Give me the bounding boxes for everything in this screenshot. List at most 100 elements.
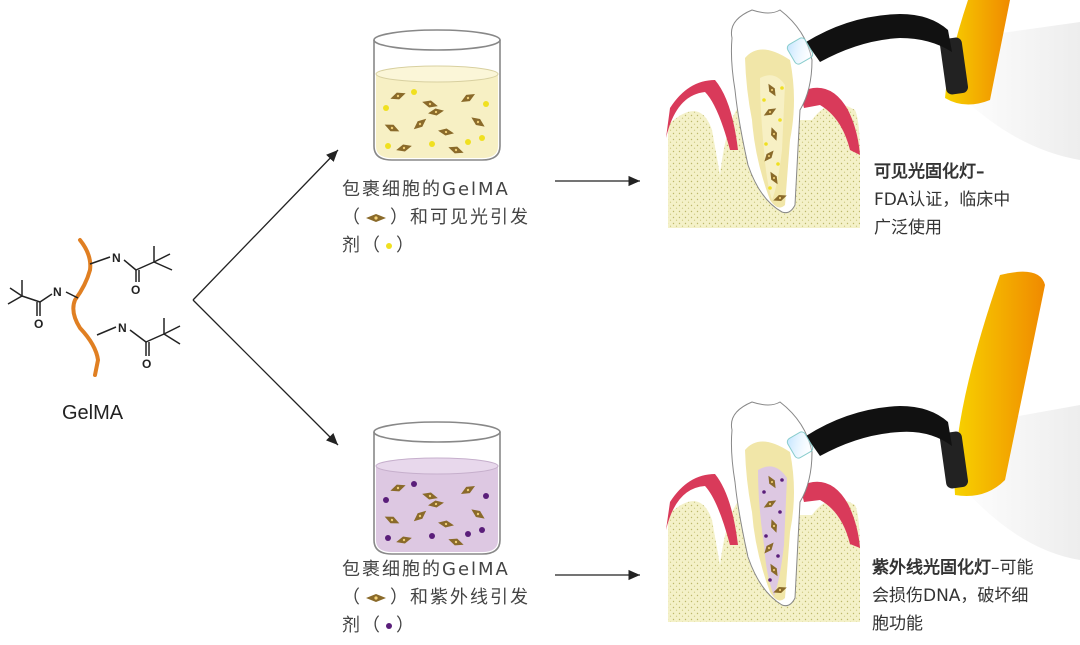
initiator-dot <box>429 533 435 539</box>
top-caption-line2: （）和可见光引发 <box>342 204 530 232</box>
initiator-dot <box>385 535 391 541</box>
bottom-caption-line3: 剂（ ） <box>342 612 530 640</box>
arrow-to-top-beaker <box>192 149 339 301</box>
methacrylamide-group-lower <box>96 318 181 356</box>
top-cells <box>383 89 489 154</box>
bottom-beaker-liquid <box>376 466 498 552</box>
initiator-dot <box>780 86 784 90</box>
bottom-caption: 包裹细胞的GelMA （ ）和紫外线引发 剂（ ） <box>342 556 530 640</box>
cell-icon <box>764 542 774 554</box>
atom-n-upper: N <box>112 251 121 265</box>
top-caption-line3: 剂（） <box>342 232 530 260</box>
cell-icon <box>413 118 427 130</box>
atom-n-left: N <box>53 285 62 299</box>
initiator-dot <box>764 142 768 146</box>
cell-icon <box>413 510 427 522</box>
methacrylamide-group-left <box>7 280 79 316</box>
initiator-dot <box>764 534 768 538</box>
initiator-dot <box>483 493 489 499</box>
cell-icon <box>770 519 778 533</box>
bottom-caption-line2-text: ）和紫外线引发 <box>390 587 530 608</box>
top-beaker <box>373 29 501 161</box>
top-note-line1: 可见光固化灯– <box>874 158 1010 186</box>
cell-icon <box>422 492 438 500</box>
initiator-dot <box>776 162 780 166</box>
cell-icon <box>471 117 485 127</box>
top-paren-open: （ <box>342 207 362 228</box>
top-note-bold: 可见光固化灯– <box>874 162 985 182</box>
top-note-line2: FDA认证，临床中 <box>874 190 1011 210</box>
cell-icon <box>366 594 386 602</box>
top-liquid-surface <box>375 65 499 83</box>
atom-n-lower: N <box>118 321 127 335</box>
cell-icon <box>396 144 412 152</box>
gelatin-chain <box>71 238 101 377</box>
bottom-caption-line3-text: 剂（ <box>342 615 382 636</box>
cell-icon <box>770 171 778 185</box>
atom-o-left: O <box>34 317 43 331</box>
top-gum <box>666 80 860 155</box>
initiator-dot <box>780 478 784 482</box>
top-beaker-liquid <box>376 74 498 158</box>
initiator-dot <box>383 105 389 111</box>
initiator-dot <box>776 554 780 558</box>
cell-icon <box>460 485 476 495</box>
top-lamp-note: 可见光固化灯– FDA认证，临床中 广泛使用 <box>874 158 1010 242</box>
atom-o-lower: O <box>142 357 151 371</box>
initiator-dot <box>762 98 766 102</box>
initiator-dot <box>479 527 485 533</box>
cell-icon <box>384 124 400 132</box>
cell-icon <box>763 108 777 116</box>
initiator-dot <box>768 578 772 582</box>
initiator-dot <box>411 481 417 487</box>
cell-icon <box>770 563 778 577</box>
initiator-dot <box>479 135 485 141</box>
cell-icon <box>366 214 386 222</box>
initiator-dot <box>429 141 435 147</box>
cell-icon <box>770 127 778 141</box>
bottom-paren-open: （ <box>342 587 362 608</box>
branch-arrows <box>192 149 640 581</box>
cell-icon <box>428 500 444 508</box>
cell-icon <box>390 484 406 492</box>
visible-initiator-dot-icon <box>386 243 392 249</box>
bottom-beaker-rim <box>373 421 501 443</box>
top-note-line3: 广泛使用 <box>874 218 942 238</box>
cell-icon <box>763 500 777 508</box>
cell-icon <box>448 146 464 154</box>
bottom-tooth-cells <box>762 475 787 594</box>
cell-icon <box>460 93 476 103</box>
bottom-note-line1: 紫外线光固化灯–可能 <box>872 554 1034 582</box>
top-tooth-scene <box>666 0 1080 228</box>
top-lamp-tip <box>786 37 814 65</box>
bottom-caption-line1: 包裹细胞的GelMA <box>342 559 510 580</box>
cell-icon <box>428 108 444 116</box>
bottom-beaker <box>373 421 501 555</box>
top-lamp-collar <box>939 37 969 95</box>
gelma-molecule: N O N O N O <box>7 238 181 377</box>
bottom-lamp-collar <box>939 431 969 489</box>
bottom-gum <box>666 474 860 548</box>
top-beaker-glass <box>373 40 501 161</box>
bottom-note-line3: 胞功能 <box>872 614 923 634</box>
bottom-liquid-surface <box>375 457 499 475</box>
bottom-paren-close: ） <box>396 615 416 636</box>
uv-initiator-dot-icon <box>386 623 392 629</box>
bottom-cells <box>383 481 489 546</box>
cell-icon <box>384 516 400 524</box>
initiator-dot <box>483 101 489 107</box>
methacrylamide-group-upper <box>89 246 173 282</box>
cell-icon <box>422 100 438 108</box>
bottom-pulp <box>758 466 787 596</box>
cell-icon <box>773 194 787 202</box>
top-paren-close: ） <box>396 235 416 256</box>
bottom-beaker-glass <box>373 432 501 555</box>
top-lamp-wand <box>806 14 952 62</box>
top-caption-line1: 包裹细胞的GelMA <box>342 179 510 200</box>
bottom-lamp-tip <box>786 431 814 459</box>
bottom-caption-line2: （ ）和紫外线引发 <box>342 584 530 612</box>
atom-o-upper: O <box>131 283 140 297</box>
bottom-note-rest: –可能 <box>991 558 1034 578</box>
cell-icon <box>773 586 787 594</box>
